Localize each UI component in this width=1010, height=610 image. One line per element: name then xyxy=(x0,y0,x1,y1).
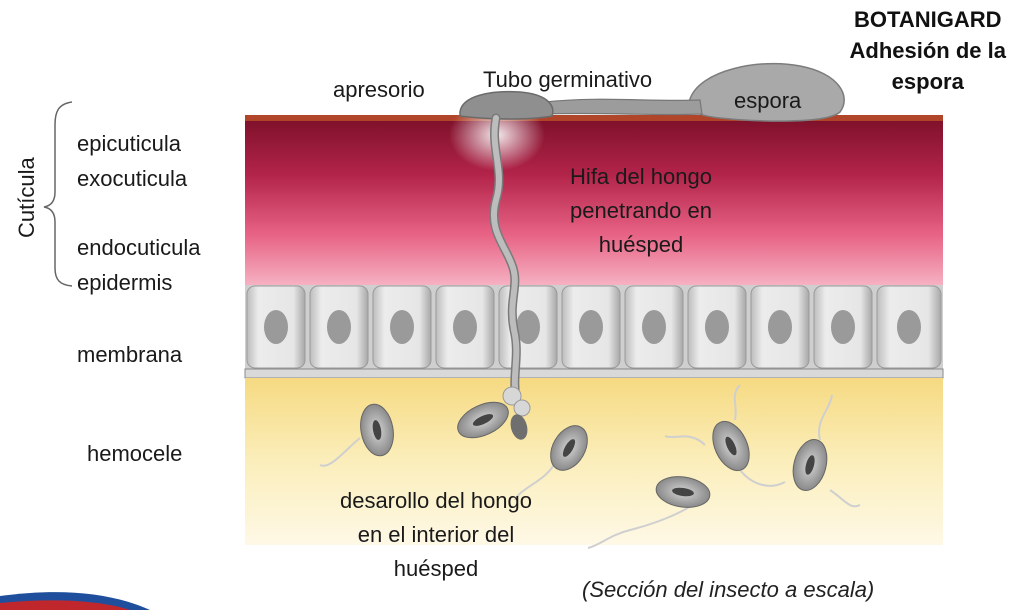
spore-body xyxy=(688,62,845,122)
title-block: BOTANIGARD Adhesión de la espora xyxy=(850,4,1006,97)
label-desarollo-line-2: en el interior del xyxy=(357,522,515,547)
title-line-3: espora xyxy=(891,69,964,94)
title-line-1: BOTANIGARD xyxy=(854,7,1002,32)
label-espora: espora xyxy=(734,88,802,113)
hypha-bud xyxy=(502,386,522,406)
label-epicuticula: epicuticula xyxy=(77,131,181,156)
label-hemocele: hemocele xyxy=(87,441,183,466)
blastospores xyxy=(319,384,861,549)
label-tubo-germinativo: Tubo germinativo xyxy=(483,67,653,92)
title-line-2: Adhesión de la xyxy=(849,38,1006,63)
label-membrana: membrana xyxy=(77,342,183,367)
label-hifa-line-2: penetrando en xyxy=(570,198,712,223)
label-hifa-line-3: huésped xyxy=(598,232,684,257)
cuticle-layer xyxy=(245,115,943,287)
label-exocuticula: exocuticula xyxy=(77,166,188,191)
label-desarollo: desarollo del hongo en el interior del h… xyxy=(300,484,572,586)
label-hifa-line-1: Hifa del hongo xyxy=(570,164,712,189)
label-desarollo-line-1: desarollo del hongo xyxy=(339,488,533,513)
epidermis-cells xyxy=(246,285,942,369)
germ-tube xyxy=(544,98,703,116)
hypha-tip-cell xyxy=(510,414,528,440)
label-hifa: Hifa del hongo penetrando en huésped xyxy=(536,160,746,262)
hypha-bud xyxy=(513,399,531,417)
label-epidermis: epidermis xyxy=(77,270,173,295)
epicuticle-line xyxy=(245,115,943,121)
appressorium xyxy=(459,90,554,120)
label-endocuticula: endocuticula xyxy=(77,235,201,260)
basement-membrane xyxy=(244,368,944,379)
cuticle-brace xyxy=(43,101,73,287)
label-cuticula: Cutícula xyxy=(14,157,39,238)
label-desarollo-line-3: huésped xyxy=(393,556,479,581)
label-apresorio: apresorio xyxy=(333,77,425,102)
figure-caption: (Sección del insecto a escala) xyxy=(582,577,875,602)
